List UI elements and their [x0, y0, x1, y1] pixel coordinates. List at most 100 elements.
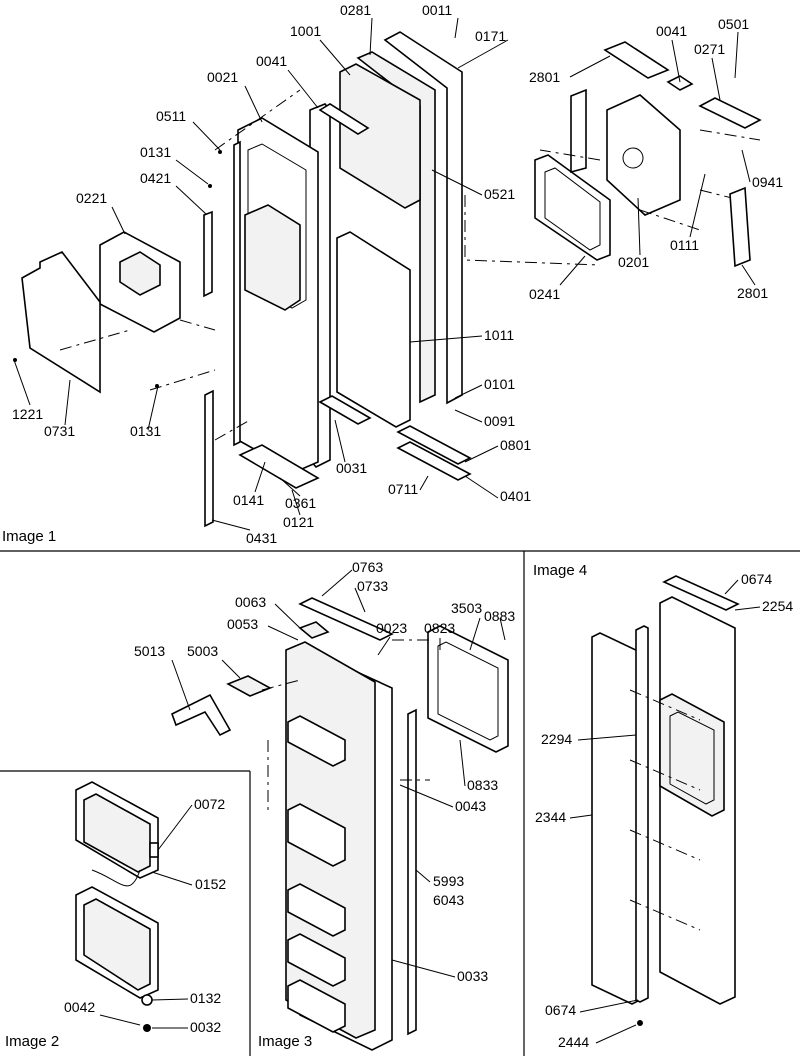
callout-0221: 0221: [76, 190, 107, 206]
callout-0674-bottom: 0674: [545, 1002, 576, 1018]
callout-0011: 0011: [422, 2, 452, 18]
motor-hub: [622, 147, 644, 169]
callout-2801-top: 2801: [529, 69, 560, 85]
callout-0072: 0072: [194, 796, 225, 812]
callout-5993: 5993: [433, 873, 464, 889]
callout-6043: 6043: [433, 892, 464, 908]
callout-0043: 0043: [455, 798, 486, 814]
callout-5003: 5003: [187, 643, 218, 659]
motor-housing: [606, 94, 681, 216]
top-trim-0763: [298, 597, 394, 641]
image4-drawing: [591, 575, 740, 1026]
door-skin-2344: [591, 632, 641, 1005]
dispenser-opening: [659, 693, 725, 817]
screw-2444: [637, 1020, 643, 1026]
callout-0141: 0141: [233, 492, 264, 508]
callout-0711: 0711: [388, 481, 418, 497]
gasket-panel-upper: [339, 63, 421, 209]
callout-0511: 0511: [156, 108, 186, 124]
image1-drawing: [13, 31, 762, 528]
caption-image4: Image 4: [533, 562, 587, 579]
callout-0763: 0763: [352, 559, 383, 575]
assembly-dashes-image1: [59, 89, 741, 441]
caption-image1: Image 1: [2, 528, 56, 545]
callout-0281: 0281: [340, 2, 371, 18]
seal-strip-5993: [407, 708, 417, 1036]
frame-0823: [427, 625, 509, 753]
callout-0501: 0501: [718, 16, 749, 32]
seal-strip-0431: [204, 389, 214, 528]
gasket-strip-left: [233, 140, 241, 447]
callout-0033: 0033: [457, 968, 488, 984]
callout-0021: 0021: [207, 69, 238, 85]
callout-2294: 2294: [541, 731, 572, 747]
block-0041: [666, 75, 694, 91]
handle-cover-5013: [171, 693, 232, 737]
image3-drawing: [171, 597, 509, 1051]
callout-1221: 1221: [12, 406, 43, 422]
insulation-left-2801: [570, 88, 587, 174]
dispenser-cover: [21, 251, 101, 394]
callout-2801-right: 2801: [737, 285, 768, 301]
door-liner-panel: [336, 231, 411, 428]
callout-0431: 0431: [246, 530, 277, 546]
callout-0041: 0041: [256, 53, 287, 69]
assembly-dashes-image3: [261, 639, 430, 810]
insulation-top-2801: [603, 41, 670, 79]
callout-0833: 0833: [467, 777, 498, 793]
dispenser-opening-inner: [669, 711, 715, 805]
bottom-plate-0121: [238, 444, 320, 489]
callout-2254: 2254: [762, 598, 793, 614]
callout-0801: 0801: [500, 437, 531, 453]
callout-2444: 2444: [558, 1034, 589, 1050]
door-shelf-4: [287, 933, 346, 987]
callout-0201: 0201: [618, 254, 649, 270]
callout-5013: 5013: [134, 643, 165, 659]
door-shelf-5: [287, 979, 346, 1033]
callout-0091: 0091: [484, 413, 515, 429]
frame-0823-inner: [437, 641, 499, 741]
callout-0883: 0883: [484, 608, 515, 624]
callout-1001: 1001: [290, 23, 321, 39]
callout-0674-top: 0674: [741, 571, 772, 587]
cap-5003: [226, 675, 272, 697]
seal-strip-0421: [203, 210, 213, 298]
insulation-right-2801: [729, 186, 751, 268]
screw-0131-top: [208, 184, 212, 188]
hinge-bracket-0401: [396, 441, 472, 481]
callout-0053: 0053: [227, 616, 258, 632]
callout-0131-top: 0131: [140, 144, 171, 160]
leader-lines: [13, 17, 761, 1044]
callout-0032: 0032: [190, 1019, 221, 1035]
callout-0132: 0132: [190, 990, 221, 1006]
gasket-0152-curve: [91, 869, 141, 887]
callout-0121: 0121: [283, 514, 314, 530]
image3-callouts: 0763 0733 0063 0053 0023 0823 3503 0883 …: [134, 559, 515, 984]
callout-0271: 0271: [694, 41, 725, 57]
callout-0101: 0101: [484, 376, 515, 392]
callout-0031: 0031: [336, 460, 367, 476]
bracket-0271: [698, 97, 762, 129]
callout-0731: 0731: [44, 423, 75, 439]
callout-0041-right: 0041: [656, 23, 687, 39]
gasket-frame-0241: [534, 154, 611, 261]
callout-2344: 2344: [535, 809, 566, 825]
callout-0131-low: 0131: [130, 423, 161, 439]
callout-0823: 0823: [424, 620, 455, 636]
door-shelf-3: [287, 883, 346, 937]
image1-callouts: 0011 0281 0171 1001 0041 0021 0511 0131 …: [12, 2, 783, 546]
trim-bottom-0031: [318, 395, 372, 425]
callout-0063: 0063: [235, 594, 266, 610]
callout-0361: 0361: [285, 495, 316, 511]
hinge-bracket-0801: [396, 425, 472, 465]
callout-0111: 0111: [670, 237, 699, 253]
callout-0421: 0421: [140, 170, 171, 186]
seal-2294: [635, 625, 649, 1003]
cap-0063: [298, 621, 330, 639]
image2-drawing: [75, 781, 159, 1032]
callout-0401: 0401: [500, 488, 531, 504]
dispenser-chute: [119, 251, 161, 296]
image4-callouts: 0674 2254 2294 2344 0674 2444: [535, 571, 793, 1050]
door-shelf-2: [287, 803, 346, 867]
